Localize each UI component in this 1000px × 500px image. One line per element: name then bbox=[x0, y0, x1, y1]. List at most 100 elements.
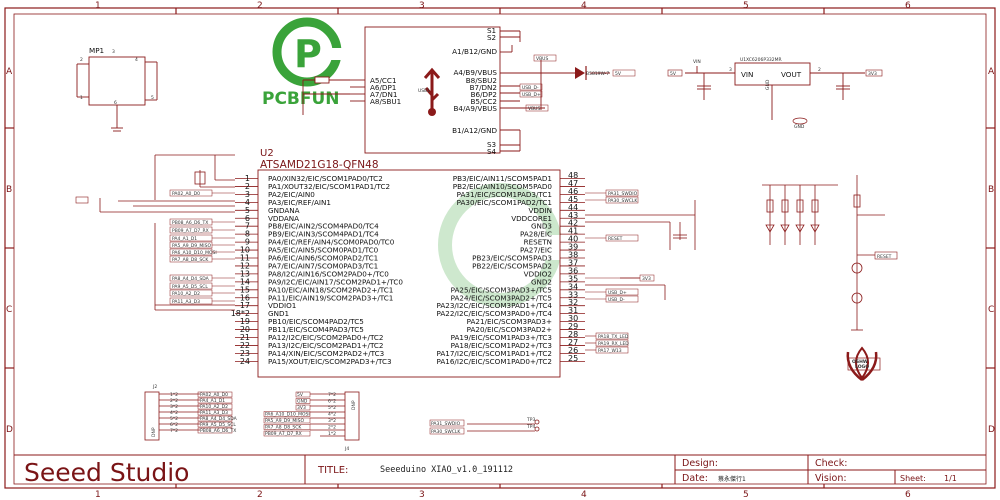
column-label-top: 5 bbox=[743, 1, 749, 11]
net-tag-box bbox=[197, 415, 233, 422]
net-tag-box bbox=[612, 69, 636, 77]
mcu-ref: U2 bbox=[260, 148, 274, 159]
net-tag-box bbox=[197, 403, 233, 410]
mcu-right-pin-number: 45 bbox=[568, 195, 578, 204]
mcu-left-pin-number: 3 bbox=[245, 190, 250, 199]
j2-header bbox=[144, 391, 200, 441]
tp4-ref: TP4 bbox=[526, 424, 535, 430]
mcu-left-pin-number: 23 bbox=[240, 349, 250, 358]
net-tag-label: PA7_A8_D8_SCK bbox=[172, 257, 209, 263]
j2-pin-number: 6*2 bbox=[170, 422, 178, 428]
j4-ref: J4 bbox=[344, 446, 349, 452]
usb-right-pin: B8/SBU2 bbox=[466, 76, 497, 85]
net-tag-label: VBUS bbox=[536, 56, 548, 62]
mcu-right-pin-number: 48 bbox=[568, 171, 578, 180]
column-label-top: 1 bbox=[95, 1, 101, 11]
regulator-part: XC6206P332MR bbox=[746, 57, 782, 63]
mcu-right-net-tag: PA31_SWDIO bbox=[585, 189, 639, 197]
mcu-left-net-tag: PA11_A3_D3 bbox=[169, 297, 235, 305]
j2-pin-number: 1*2 bbox=[170, 392, 178, 398]
j2-net-tag: PA9_A5_D5_SCL bbox=[197, 421, 236, 428]
usb-left-pin: A8/SBU1 bbox=[370, 97, 401, 106]
mcu-left-pin-number: 16 bbox=[240, 293, 250, 302]
mcu-left-pin-signal: PA9/I2C/EIC/AIN17/SCOM2PAD1+/TC0 bbox=[268, 277, 403, 286]
regulator-ref: U1 bbox=[740, 57, 746, 63]
net-tag-label: PA5_A9_D9_MISO bbox=[172, 243, 211, 249]
logo-letter: P bbox=[294, 32, 322, 76]
mcu-left-pin-signal: GNDANA bbox=[268, 206, 300, 215]
usb-shield-pin: S2 bbox=[487, 33, 496, 42]
mcu-right-pin-signal: GND2 bbox=[531, 277, 552, 286]
schottky-diode bbox=[575, 66, 587, 80]
net-tag-box bbox=[197, 409, 233, 416]
net-tag-label: PB09_A7_D7_RX bbox=[172, 228, 209, 234]
mcu-left-pin-number: 19 bbox=[240, 317, 250, 326]
svg-text:OSHW: OSHW bbox=[852, 359, 868, 365]
net-tag-label: USB_D+ bbox=[608, 290, 627, 296]
gnd-tag bbox=[792, 117, 808, 125]
mcu-right-wiring bbox=[585, 200, 696, 300]
svg-text:3V3: 3V3 bbox=[868, 71, 877, 77]
mcu-right-pin-signal: PA27/EIC bbox=[520, 246, 552, 255]
usb-pin-labels: A5/CC1A6/DP1A7/DN1A8/SBU1A1/B12/GNDA4/B9… bbox=[370, 26, 636, 156]
usb-net-tag: VBUS bbox=[525, 104, 549, 112]
mcu-left-pin-signal: PA11/EIC/AIN19/SCOM2PAD3+/TC1 bbox=[268, 293, 393, 302]
mcu-right-pin-signal: PA16/I2C/EIC/SCOM1PAD0+/TC2 bbox=[436, 357, 552, 366]
net-tag-box bbox=[295, 391, 311, 398]
usb-icon bbox=[423, 67, 441, 116]
mcu-left-pin-signal: PA4/EIC/REF/AIN4/SCOM0PAD0/TC0 bbox=[268, 238, 395, 247]
mcu-left-pin-number: 5 bbox=[245, 206, 250, 215]
usb-right-pin: B1/A12/GND bbox=[452, 126, 497, 135]
mcu-right-pin-signal: PA18/EIC/SCOM1PAD2+/TC3 bbox=[451, 341, 552, 350]
mcu-left-net-tag: PA02_A0_D0 bbox=[169, 189, 235, 197]
mcu-right-pin-number: 29 bbox=[568, 322, 578, 331]
j2-pin-number: 4*2 bbox=[170, 410, 178, 416]
mcu-right-net-tag: PA19_RX_LED bbox=[585, 339, 629, 347]
mcu-left-pin-number: 17 bbox=[240, 301, 250, 310]
mcu-right-pin-number: 41 bbox=[568, 227, 578, 236]
test-points bbox=[467, 419, 540, 432]
mcu-right-pin-signal: PA17/I2C/EIC/SCOM1PAD1+/TC2 bbox=[436, 349, 552, 358]
mcu-right-pin-number: 33 bbox=[568, 290, 578, 299]
mcu-right-pin-number: 42 bbox=[568, 219, 578, 228]
svg-text:LOGO: LOGO bbox=[855, 364, 869, 370]
tp-net-swclk: PA30_SWCLK bbox=[429, 427, 465, 435]
mcu-right-pin-signal: PB23/EIC/SCOM5PAD3 bbox=[472, 254, 552, 263]
j2-net-tag: PA4_A1_D1 bbox=[197, 397, 233, 404]
j4-net-tag: PA6_A10_D10_MOSI bbox=[263, 411, 311, 418]
mcu-right-pin-signal: PB2/EIC/AIN10/SCOM5PAD0 bbox=[453, 182, 553, 191]
mcu-right-pin-number: 47 bbox=[568, 179, 578, 188]
mcu-left-pin-signal: PA13/I2C/EIC/SCOM2PAD1+/TC2 bbox=[268, 341, 384, 350]
row-label-left: B bbox=[6, 185, 12, 195]
mcu-right-pin-signal: PA24/EIC/SCOM3PAD2+/TC5 bbox=[451, 293, 552, 302]
j4-pin-number: 4*2 bbox=[328, 412, 336, 418]
mcu-left-net-tag: PA10_A2_D2 bbox=[169, 289, 235, 297]
led-cluster bbox=[762, 175, 885, 331]
usb-net-tag: USB_D+ bbox=[519, 90, 543, 98]
net-tag-label: 3V3 bbox=[642, 276, 651, 282]
mcu-right-net-tag: USB_D+ bbox=[585, 288, 639, 296]
net-tag-label: PA18_TX_LED bbox=[598, 334, 629, 340]
net-tag-label: VBUS bbox=[528, 106, 540, 112]
net-tag-label: PA11_A3_D3 bbox=[172, 299, 200, 305]
net-tag-box bbox=[263, 424, 311, 430]
mcu-right-pin-number: 28 bbox=[568, 330, 578, 339]
mcu-part: ATSAMD21G18-QFN48 bbox=[260, 159, 379, 171]
mcu-net-tags: PA02_A0_D0PB08_A6_D6_TXPB09_A7_D7_RXPA4_… bbox=[169, 189, 655, 354]
net-tag-box bbox=[263, 411, 311, 417]
j2-net-tag: PA11_A3_D3 bbox=[197, 409, 233, 416]
mcu-left-pin-signal: PB11/EIC/SCOM4PAD3/TC5 bbox=[268, 325, 364, 334]
mp1-pin-number: 1 bbox=[80, 95, 83, 101]
row-label-right: B bbox=[988, 185, 994, 195]
usb-right-pin: B6/DP2 bbox=[471, 90, 497, 99]
row-label-left: C bbox=[6, 305, 12, 315]
j4-net-tag: 3V3 bbox=[295, 404, 311, 411]
net-tag-label: PA9_A5_D5_SCL bbox=[200, 422, 236, 428]
oshw-logo-box: OSHW LOGO bbox=[847, 357, 881, 371]
usb-left-pin: A5/CC1 bbox=[370, 76, 397, 85]
net-tag-box bbox=[197, 397, 233, 404]
svg-text:PA31_SWDIO: PA31_SWDIO bbox=[431, 421, 461, 427]
net-tag-label: PA19_RX_LED bbox=[598, 341, 629, 347]
mcu-left-pin-signal: PA14/XIN/EIC/SCOM2PAD2+/TC3 bbox=[268, 349, 384, 358]
mcu-right-pin-number: 39 bbox=[568, 243, 578, 252]
